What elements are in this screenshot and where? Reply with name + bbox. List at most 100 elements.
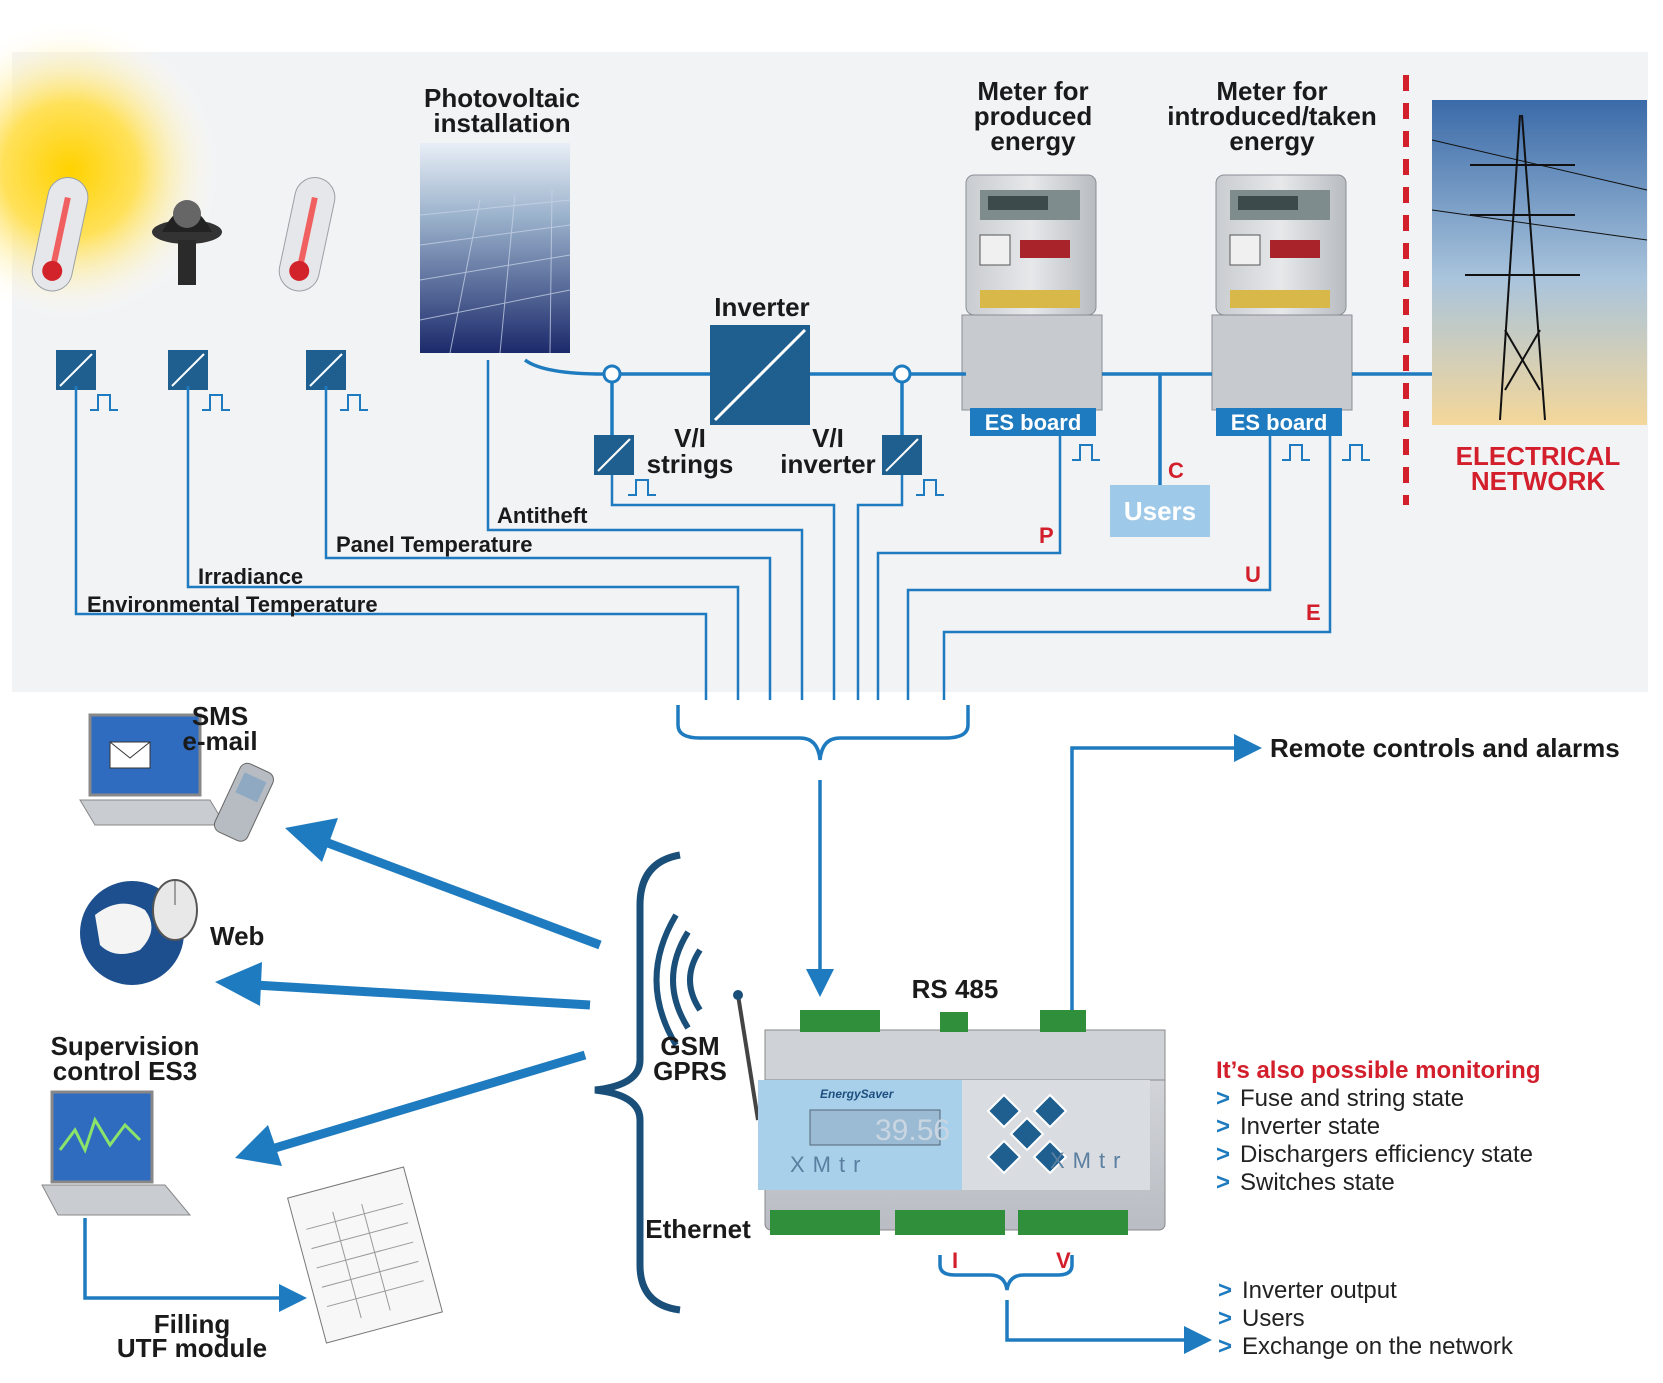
transducer-icon (594, 435, 634, 475)
pulse-signal-icon (628, 479, 656, 496)
solar-panel-icon (419, 143, 571, 354)
pv-title-line1: Photovoltaic (424, 83, 580, 113)
gsm-line2: GPRS (653, 1056, 727, 1086)
supervision-line2: control ES3 (53, 1056, 197, 1086)
es-board-badge (970, 408, 1096, 436)
pulse-signal-icon (1072, 444, 1100, 461)
datalogger-icon (758, 1010, 1166, 1235)
remote-controls-arrow (1070, 734, 1262, 1010)
antenna-icon (653, 913, 760, 1121)
measurement-item: Users (1242, 1305, 1305, 1332)
monitoring-item: Fuse and string state (1240, 1085, 1464, 1112)
measurement-bullet: > (1218, 1277, 1232, 1304)
filling-line2: UTF module (117, 1333, 267, 1363)
input-i-label: I (952, 1248, 958, 1273)
rs485-label: RS 485 (912, 974, 999, 1004)
upper-background (12, 52, 1648, 692)
es-board-label: ES board (985, 410, 1082, 435)
pv-title-line2: installation (433, 108, 570, 138)
meter-exchange-line1: Meter for (1216, 76, 1327, 106)
panel-temperature-label: Panel Temperature (336, 532, 532, 557)
junction-node (892, 364, 912, 384)
remote-controls-label: Remote controls and alarms (1270, 733, 1620, 763)
es-board-badge (1216, 408, 1342, 436)
measurement-list: > Inverter output > Users > Exchange on the n… (1218, 1277, 1514, 1360)
users-box (1110, 485, 1210, 537)
irradiance-label: Irradiance (198, 564, 303, 589)
gsm-line1: GSM (660, 1031, 719, 1061)
transducer-icon (306, 350, 346, 390)
filling-line1: Filling (154, 1309, 231, 1339)
iv-brace (938, 1255, 1074, 1291)
meter-exchange-line3: energy (1229, 126, 1315, 156)
report-sheet-icon (287, 1166, 443, 1344)
meter-produced-line1: Meter for (977, 76, 1088, 106)
transducer-icon (168, 350, 208, 390)
vi-inverter-line2: inverter (780, 449, 875, 479)
monitoring-bullet: > (1216, 1085, 1230, 1112)
pulse-signal-icon (340, 394, 368, 411)
junction-node (602, 364, 622, 384)
monitoring-item: Dischargers efficiency state (1240, 1141, 1533, 1168)
pyranometer-icon (152, 200, 222, 285)
pulse-signal-icon (1282, 444, 1310, 461)
device-display-value: 39.56 (875, 1114, 950, 1147)
web-label: Web (210, 921, 264, 951)
laptop-icon (79, 713, 226, 826)
monitoring-bullet: > (1216, 1169, 1230, 1196)
pulse-signal-icon (916, 479, 944, 496)
es-board-label: ES board (1231, 410, 1328, 435)
meter-produced-line2: produced (974, 101, 1092, 131)
sms-line2: e-mail (182, 726, 257, 756)
meter-exchange-line2: introduced/taken (1167, 101, 1376, 131)
antitheft-label: Antitheft (497, 503, 588, 528)
inverter-label: Inverter (714, 292, 809, 322)
supervision-line1: Supervision (51, 1031, 200, 1061)
line-u-label: U (1245, 562, 1261, 587)
transducer-icon (56, 350, 96, 390)
vi-strings-line2: strings (647, 449, 734, 479)
environmental-temperature-label: Environmental Temperature (87, 592, 378, 617)
filling-arrow (83, 1218, 307, 1312)
monitoring-bullet: > (1216, 1113, 1230, 1140)
signal-collector-brace (676, 705, 970, 761)
vi-inverter-line1: V/I (812, 423, 844, 453)
thermometer-icon (31, 177, 89, 292)
device-model-left: XMtr (790, 1152, 868, 1177)
line-e-label: E (1306, 600, 1321, 625)
users-label: Users (1124, 496, 1196, 526)
measurement-item: Exchange on the network (1242, 1333, 1514, 1360)
measurement-arrow (1005, 1300, 1212, 1354)
phone-icon (213, 762, 274, 842)
line-p-label: P (1039, 523, 1054, 548)
input-v-label: V (1056, 1248, 1071, 1273)
transducer-icon (882, 435, 922, 475)
measurement-bullet: > (1218, 1333, 1232, 1360)
device-model-right: XMtr (1050, 1148, 1128, 1173)
line-c-label: C (1168, 458, 1184, 483)
monitoring-title: It’s also possible monitoring (1216, 1057, 1540, 1084)
device-brand: EnergySaver (820, 1087, 895, 1101)
communication-brace (594, 851, 681, 1314)
globe-mouse-icon (80, 879, 198, 985)
energy-meter-icon (961, 174, 1103, 411)
monitoring-item: Switches state (1240, 1169, 1395, 1196)
pulse-signal-icon (202, 394, 230, 411)
measurement-item: Inverter output (1242, 1277, 1397, 1304)
sms-line1: SMS (192, 701, 248, 731)
thermometer-icon (278, 177, 336, 292)
laptop-icon (41, 1090, 192, 1216)
monitoring-item: Inverter state (1240, 1113, 1380, 1140)
electrical-network-line1: ELECTRICAL (1456, 441, 1621, 471)
ethernet-label: Ethernet (645, 1214, 751, 1244)
monitoring-bullet: > (1216, 1141, 1230, 1168)
measurement-bullet: > (1218, 1305, 1232, 1332)
pulse-signal-icon (90, 394, 118, 411)
monitoring-list: > Fuse and string state > Inverter state > Di… (1216, 1085, 1533, 1196)
inverter-icon (710, 325, 810, 425)
meter-produced-line3: energy (990, 126, 1076, 156)
electrical-network-line2: NETWORK (1471, 466, 1606, 496)
vi-strings-line1: V/I (674, 423, 706, 453)
